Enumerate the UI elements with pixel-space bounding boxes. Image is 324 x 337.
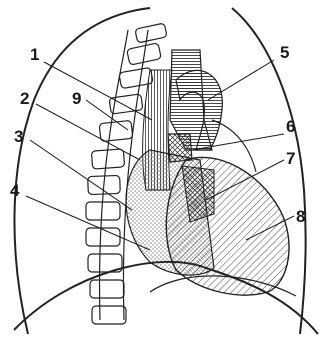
- label-5: 5: [280, 43, 289, 62]
- label-6: 6: [286, 117, 295, 136]
- label-8: 8: [296, 207, 305, 226]
- label-2: 2: [20, 89, 29, 108]
- label-7: 7: [286, 149, 295, 168]
- label-4: 4: [10, 181, 20, 200]
- label-1: 1: [30, 45, 39, 64]
- label-9: 9: [72, 89, 81, 108]
- label-3: 3: [14, 127, 23, 146]
